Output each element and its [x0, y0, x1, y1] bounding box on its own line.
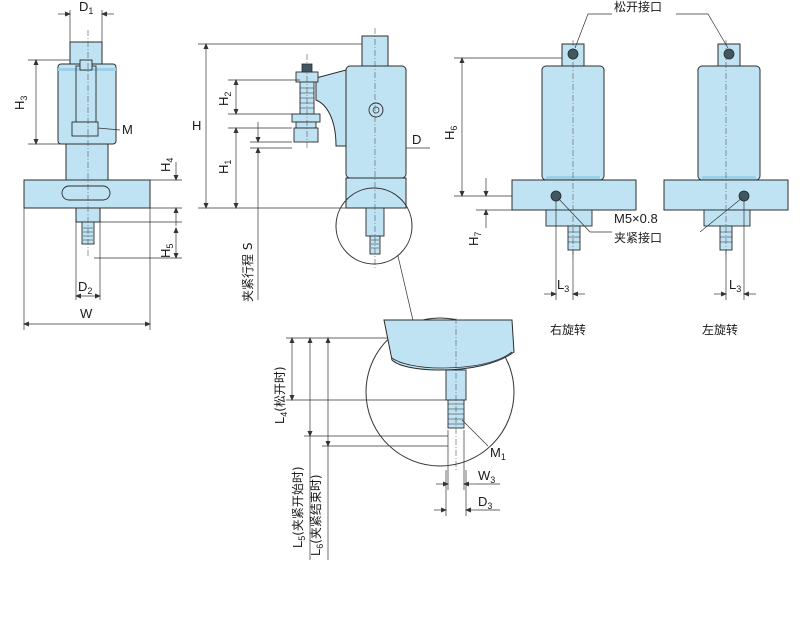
left-rotation-label: 左旋转 [702, 322, 738, 337]
h6-label: H6 [442, 126, 459, 140]
side-cylinder-body [345, 65, 407, 179]
port-callouts: 松开接口 M5×0.8 夹紧接口 [557, 0, 743, 245]
d-label: D [412, 132, 421, 147]
l4-label: L4(松开时) [272, 366, 289, 424]
l5-label: L5(夹紧开始时) [290, 466, 307, 548]
w3-label: W3 [478, 468, 495, 485]
l6-label: L6(夹紧结束时) [308, 474, 325, 556]
h4-label: H4 [158, 158, 175, 172]
h2-label: H2 [216, 92, 233, 106]
left-cylinder-body [697, 65, 761, 181]
h5-label: H5 [158, 244, 175, 258]
right-flange [511, 179, 637, 211]
right-rotation-label: 右旋转 [550, 322, 586, 337]
d1-label: D1 [79, 0, 93, 16]
front-view: D1 H3 M H4 H5 D2 W [12, 0, 182, 330]
h1-label: H1 [216, 160, 233, 174]
h7-label: H7 [466, 232, 483, 246]
left-rotation-view: L3 左旋转 [663, 40, 789, 337]
l3-right-label: L3 [557, 277, 569, 294]
port-thread-label: M5×0.8 [614, 211, 658, 226]
d3-label: D3 [478, 494, 492, 511]
l3-left-label: L3 [729, 277, 741, 294]
m-label: M [122, 122, 133, 137]
detail-marker-circle [335, 187, 413, 265]
detail-body-section [383, 319, 515, 371]
clamp-stroke-label: 夹紧行程 S [240, 243, 255, 302]
h-label: H [192, 118, 201, 133]
release-port-label: 松开接口 [614, 0, 662, 14]
h3-label: H3 [12, 96, 29, 110]
side-clamp-arm [315, 69, 347, 147]
side-port [368, 102, 384, 118]
w-label: W [80, 306, 93, 321]
front-lower-body [65, 143, 109, 181]
m1-label: M1 [490, 445, 506, 462]
d2-label: D2 [78, 279, 92, 296]
clamp-port-label: 夹紧接口 [614, 230, 662, 245]
detail-view: L4(松开时) L5(夹紧开始时) L6(夹紧结束时) M1 W3 D3 [272, 317, 515, 560]
side-view: H H2 H1 夹紧行程 S D [192, 28, 430, 302]
left-release-port [723, 48, 735, 60]
front-flange-slot [61, 185, 111, 201]
right-rotation-view: H6 H7 L3 右旋转 [442, 40, 637, 337]
